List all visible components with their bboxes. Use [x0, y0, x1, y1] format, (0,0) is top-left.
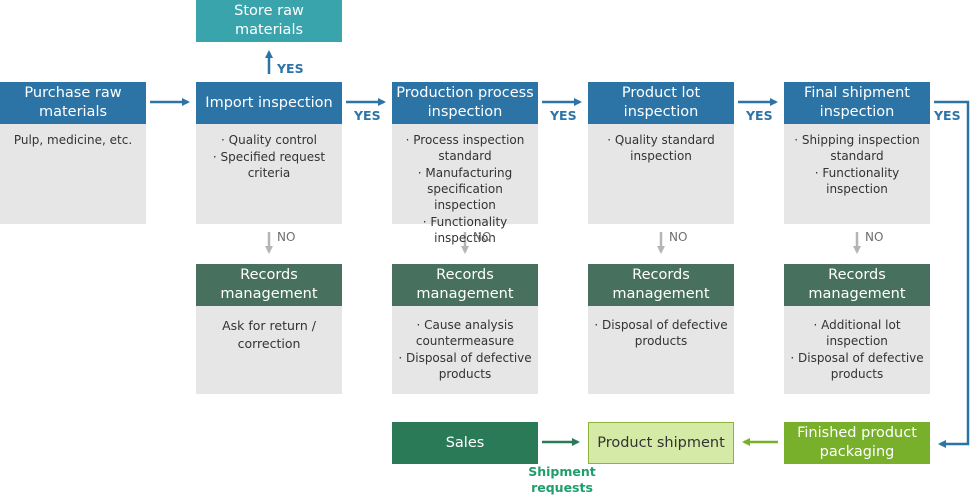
records-items: · Cause analysis countermeasure · Dispos…: [392, 317, 538, 383]
records-management-production: Records management · Cause analysis coun…: [392, 264, 538, 394]
store-raw-materials-box: Store raw materials: [196, 0, 342, 42]
records-item: · Additional lot inspection: [813, 318, 901, 348]
records-management-lot: Records management · Disposal of defecti…: [588, 264, 734, 394]
records-management-final: Records management · Additional lot insp…: [784, 264, 930, 394]
records-management-import: Records management Ask for return / corr…: [196, 264, 342, 394]
final-inspection-node: Final shipment inspection · Shipping ins…: [784, 82, 930, 224]
no-label-import: NO: [277, 230, 296, 244]
production-title: Production process inspection: [392, 82, 538, 124]
purchase-item: Pulp, medicine, etc.: [13, 133, 133, 147]
records-body: Ask for return / correction: [196, 306, 342, 394]
records-body: · Cause analysis countermeasure · Dispos…: [392, 306, 538, 394]
final-item: · Functionality inspection: [814, 166, 900, 196]
lot-inspection-node: Product lot inspection · Quality standar…: [588, 82, 734, 224]
no-label-production: NO: [473, 230, 492, 244]
yes-label-lot: YES: [746, 108, 773, 123]
records-items: Ask for return / correction: [196, 317, 342, 354]
finished-packaging-box: Finished product packaging: [784, 422, 930, 464]
import-items: · Quality control · Specified request cr…: [196, 132, 342, 182]
production-items: · Process inspection standard · Manufact…: [392, 132, 538, 247]
records-items: · Disposal of defective products: [588, 317, 734, 350]
yes-label-final: YES: [934, 108, 961, 123]
final-item: · Shipping inspection standard: [794, 133, 920, 163]
records-items: · Additional lot inspection · Disposal o…: [784, 317, 930, 383]
records-item: · Disposal of defective products: [790, 351, 924, 381]
yes-label-store: YES: [277, 61, 304, 76]
import-inspection-node: Import inspection · Quality control · Sp…: [196, 82, 342, 224]
no-label-lot: NO: [669, 230, 688, 244]
yes-label-import: YES: [354, 108, 381, 123]
lot-item: · Quality standard inspection: [607, 133, 715, 163]
records-title: Records management: [196, 264, 342, 306]
records-item: Ask for return / correction: [222, 318, 316, 351]
lot-items: · Quality standard inspection: [588, 132, 734, 165]
purchase-body: Pulp, medicine, etc.: [0, 124, 146, 224]
production-item: · Manufacturing specification inspection: [417, 166, 513, 212]
production-item: · Process inspection standard: [405, 133, 525, 163]
import-item: · Quality control: [221, 133, 317, 147]
records-item: · Disposal of defective products: [398, 351, 532, 381]
records-body: · Disposal of defective products: [588, 306, 734, 394]
purchase-title: Purchase raw materials: [0, 82, 146, 124]
shipment-requests-label: Shipment requests: [528, 464, 596, 495]
records-item: · Cause analysis countermeasure: [415, 318, 515, 348]
production-body: · Process inspection standard · Manufact…: [392, 124, 538, 245]
records-title: Records management: [588, 264, 734, 306]
import-title: Import inspection: [196, 82, 342, 124]
import-body: · Quality control · Specified request cr…: [196, 124, 342, 224]
final-items: · Shipping inspection standard · Functio…: [784, 132, 930, 198]
final-body: · Shipping inspection standard · Functio…: [784, 124, 930, 224]
lot-body: · Quality standard inspection: [588, 124, 734, 224]
yes-label-production: YES: [550, 108, 577, 123]
product-shipment-box: Product shipment: [588, 422, 734, 464]
records-title: Records management: [392, 264, 538, 306]
records-item: · Disposal of defective products: [594, 318, 728, 348]
final-title: Final shipment inspection: [784, 82, 930, 124]
arrow-final-to-packaging: [934, 100, 970, 448]
no-label-final: NO: [865, 230, 884, 244]
purchase-items: Pulp, medicine, etc.: [0, 132, 146, 149]
records-body: · Additional lot inspection · Disposal o…: [784, 306, 930, 394]
production-inspection-node: Production process inspection · Process …: [392, 82, 538, 245]
purchase-raw-materials-node: Purchase raw materials Pulp, medicine, e…: [0, 82, 146, 224]
import-item: · Specified request criteria: [212, 150, 326, 180]
records-title: Records management: [784, 264, 930, 306]
lot-title: Product lot inspection: [588, 82, 734, 124]
sales-box: Sales: [392, 422, 538, 464]
production-item: · Functionality inspection: [422, 215, 508, 245]
